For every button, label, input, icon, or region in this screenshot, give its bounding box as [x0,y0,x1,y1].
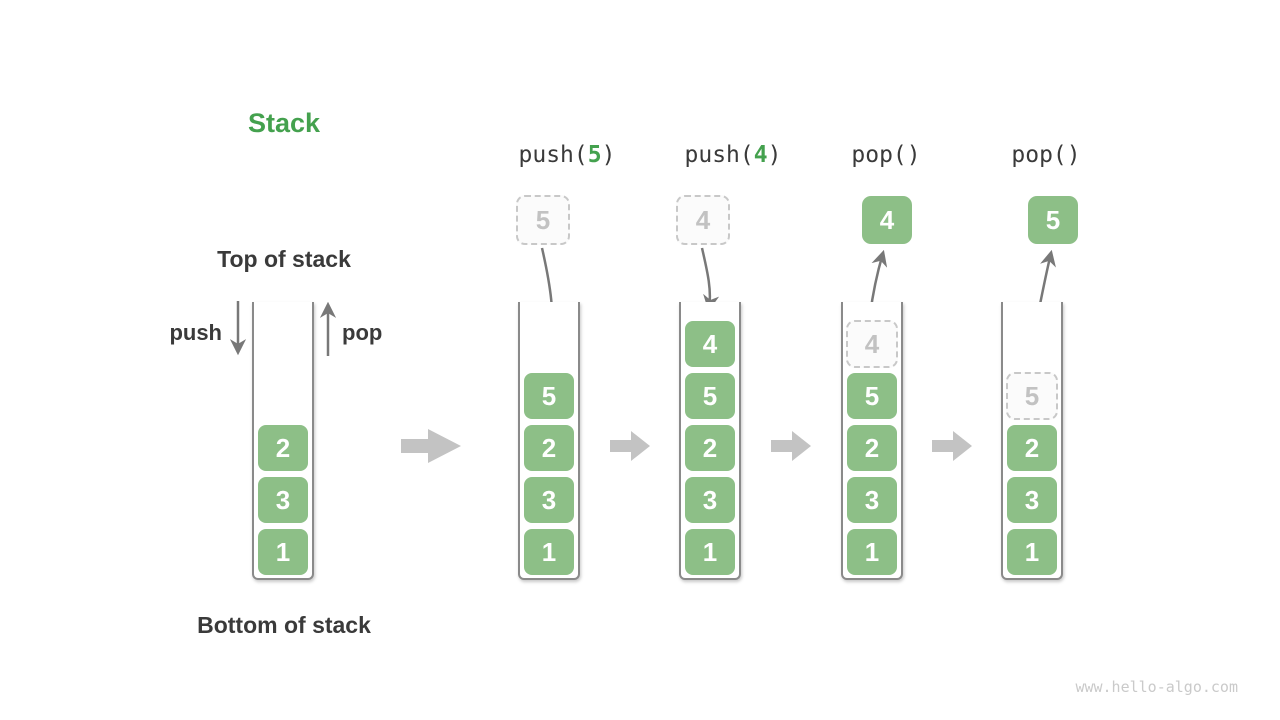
op-arg: 5 [587,142,602,168]
stack-cell: 2 [1007,425,1057,471]
op-text: push( [684,142,754,168]
push4-curve-arrow-icon [700,247,720,312]
stack-cell: 3 [685,477,735,523]
op-text: pop() [1011,142,1081,168]
op-text: push( [518,142,588,168]
flow-arrow-icon [610,431,650,461]
stack-cell: 3 [258,477,308,523]
popped-value-box: 5 [1028,196,1078,244]
push-label: push [169,320,222,345]
stack-cell: 5 [847,373,897,419]
page-title: Stack [247,108,321,138]
stack-cell: 3 [847,477,897,523]
operation-label-pop2: pop() [1011,142,1080,168]
stack-cell: 2 [685,425,735,471]
ghost-cell: 5 [1006,372,1058,420]
op-arg: 4 [753,142,768,168]
stack-cell: 3 [1007,477,1057,523]
stack-cell: 4 [685,321,735,367]
stack-cell: 1 [258,529,308,575]
op-text: ) [767,142,782,168]
stack-cell: 2 [847,425,897,471]
flow-arrow-icon [401,429,461,463]
op-text: ) [601,142,616,168]
incoming-value-box: 4 [676,195,730,245]
popped-value-box: 4 [862,196,912,244]
stack-cell: 2 [258,425,308,471]
stack-cell: 5 [685,373,735,419]
flow-arrow-icon [771,431,811,461]
stack-cell: 1 [1007,529,1057,575]
stack-cell: 3 [524,477,574,523]
op-text: pop() [851,142,921,168]
stack-cell: 1 [685,529,735,575]
watermark: www.hello-algo.com [1075,678,1238,696]
stack-cell: 5 [524,373,574,419]
bottom-of-stack-label: Bottom of stack [197,612,371,638]
operation-label-pop1: pop() [851,142,920,168]
flow-arrow-icon [932,431,972,461]
stack-cell: 2 [524,425,574,471]
ghost-cell: 4 [846,320,898,368]
operation-label-push5: push(5) [519,142,616,168]
stack-cell: 1 [524,529,574,575]
pop-label: pop [342,320,383,345]
operation-label-push4: push(4) [685,142,782,168]
top-of-stack-label: Top of stack [217,246,351,272]
incoming-value-box: 5 [516,195,570,245]
stack-cell: 1 [847,529,897,575]
